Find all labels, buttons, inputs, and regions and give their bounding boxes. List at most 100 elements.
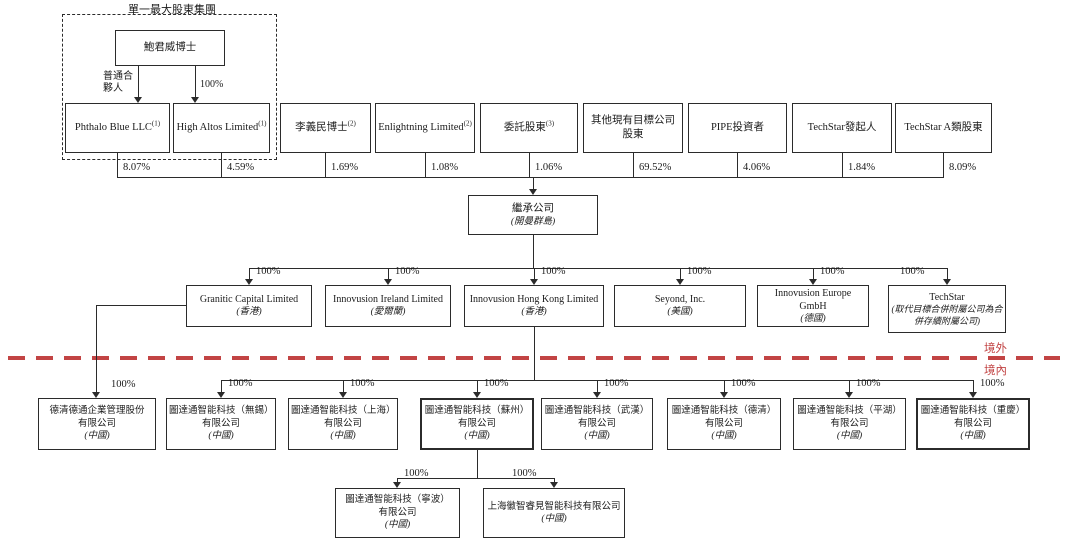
connector-line xyxy=(477,450,478,478)
connector-line xyxy=(947,268,948,279)
connector-line xyxy=(249,268,948,269)
pct-label: 69.52% xyxy=(639,162,672,173)
founder-name: 鮑君威博士 xyxy=(143,42,197,54)
subsidiary-box-deqing-detong: 德清德通企業管理股份 有限公司 (中國) xyxy=(38,398,156,450)
shareholder-box-high-altos: High Altos Limited(1) xyxy=(173,103,270,153)
subsidiary-box-deqing: 圖達通智能科技（德清） 有限公司 (中國) xyxy=(667,398,781,450)
connector-line xyxy=(534,327,535,380)
connector-arrow xyxy=(676,279,684,285)
subsidiary-box-innovusion-europe: Innovusion Europe GmbH (德國) xyxy=(757,285,869,327)
subsidiary-box-seyond-inc: Seyond, Inc. (美國) xyxy=(614,285,746,327)
shareholder-box-techstar-class-a: TechStar A類股東 xyxy=(895,103,992,153)
connector-line xyxy=(724,380,725,392)
pct-label: 1.08% xyxy=(431,162,459,173)
shareholder-box-techstar-sponsor: TechStar發起人 xyxy=(792,103,892,153)
connector-arrow xyxy=(550,482,558,488)
group-label: 單一最大股東集團 xyxy=(128,4,216,16)
subsidiary-box-pinghu: 圖達通智能科技（平湖） 有限公司 (中國) xyxy=(793,398,906,450)
connector-arrow xyxy=(845,392,853,398)
pct-label: 100% xyxy=(604,378,629,389)
largest-shareholder-group-frame xyxy=(62,14,277,160)
pct-label: 1.06% xyxy=(535,162,563,173)
connector-line xyxy=(533,235,534,268)
connector-line xyxy=(221,380,222,392)
region-label-offshore: 境外 xyxy=(984,343,1007,355)
subsidiary-box-techstar: TechStar (取代目標合併附屬公司為合併存續附屬公司) xyxy=(888,285,1006,333)
gp-label-line2: 夥人 xyxy=(103,83,123,94)
connector-arrow xyxy=(530,279,538,285)
pct-label: 8.07% xyxy=(123,162,151,173)
connector-arrow xyxy=(529,189,537,195)
pct-label: 4.59% xyxy=(227,162,255,173)
subsidiary-box-innovusion-ireland: Innovusion Ireland Limited (愛爾蘭) xyxy=(325,285,451,327)
connector-arrow xyxy=(593,392,601,398)
connector-line xyxy=(842,153,843,177)
subsidiary-box-granitic: Granitic Capital Limited (香港) xyxy=(186,285,312,327)
shareholder-name: TechStar發起人 xyxy=(807,122,877,134)
subsidiary-box-wuhan: 圖達通智能科技（武漢） 有限公司 (中國) xyxy=(541,398,653,450)
connector-arrow xyxy=(943,279,951,285)
pct-label: 100% xyxy=(512,468,537,479)
shareholder-box-dr-li: 李義民博士(2) xyxy=(280,103,371,153)
shareholder-box-pipe: PIPE投資者 xyxy=(688,103,787,153)
shareholder-name: Phthalo Blue LLC(1) xyxy=(74,119,161,134)
connector-line xyxy=(221,153,222,177)
connector-line xyxy=(397,478,554,479)
connector-line xyxy=(597,380,598,392)
shareholder-box-phthalo-blue: Phthalo Blue LLC(1) xyxy=(65,103,170,153)
connector-line xyxy=(943,153,944,177)
connector-line xyxy=(138,66,139,98)
connector-arrow xyxy=(339,392,347,398)
connector-arrow xyxy=(393,482,401,488)
region-label-onshore: 境內 xyxy=(984,365,1007,377)
connector-line xyxy=(633,153,634,177)
connector-arrow xyxy=(92,392,100,398)
founder-box: 鮑君威博士 xyxy=(115,30,225,66)
connector-line xyxy=(849,380,850,392)
connector-arrow xyxy=(134,97,142,103)
connector-line xyxy=(249,268,250,279)
pct-label: 4.06% xyxy=(743,162,771,173)
shareholder-name: 委託股東(3) xyxy=(503,119,555,134)
subsidiary-box-chongqing: 圖達通智能科技（重慶） 有限公司 (中國) xyxy=(916,398,1030,450)
connector-line xyxy=(343,380,344,392)
connector-line xyxy=(96,305,97,392)
connector-arrow xyxy=(245,279,253,285)
subsidiary-box-suzhou: 圖達通智能科技（蘇州） 有限公司 (中國) xyxy=(420,398,534,450)
founder-pct-label: 100% xyxy=(200,79,224,90)
shareholder-box-entrusted: 委託股東(3) xyxy=(480,103,578,153)
pct-label: 100% xyxy=(395,266,420,277)
pct-label: 8.09% xyxy=(949,162,977,173)
shareholder-box-enlightning: Enlightning Limited(2) xyxy=(375,103,475,153)
subsidiary-box-shanghai: 圖達通智能科技（上海） 有限公司 (中國) xyxy=(288,398,398,450)
successor-jurisdiction: (開曼群島) xyxy=(510,216,556,227)
pct-label: 1.84% xyxy=(848,162,876,173)
pct-label: 1.69% xyxy=(331,162,359,173)
pct-label: 100% xyxy=(484,378,509,389)
connector-line xyxy=(737,153,738,177)
subsidiary-box-wuxi: 圖達通智能科技（無錫） 有限公司 (中國) xyxy=(166,398,276,450)
shareholder-name: 其他現有目標公司股東 xyxy=(591,115,675,140)
connector-arrow xyxy=(809,279,817,285)
shareholder-box-other-existing: 其他現有目標公司股東 xyxy=(583,103,683,153)
shareholder-name: TechStar A類股東 xyxy=(904,122,983,134)
connector-line xyxy=(425,153,426,177)
connector-arrow xyxy=(473,392,481,398)
pct-label: 100% xyxy=(900,266,925,277)
subsidiary-box-innovusion-hong-kong: Innovusion Hong Kong Limited (香港) xyxy=(464,285,604,327)
connector-line xyxy=(117,177,944,178)
connector-arrow xyxy=(969,392,977,398)
successor-name: 繼承公司 xyxy=(512,203,554,214)
subsidiary-box-ningbo: 圖達通智能科技（寧波） 有限公司 (中國) xyxy=(335,488,460,538)
pct-label: 100% xyxy=(256,266,281,277)
connector-line xyxy=(96,305,186,306)
connector-line xyxy=(477,380,478,392)
pct-label: 100% xyxy=(687,266,712,277)
gp-label: 普通合 夥人 xyxy=(103,71,133,95)
connector-line xyxy=(117,153,118,177)
shareholder-name: High Altos Limited(1) xyxy=(176,119,267,134)
gp-label-line1: 普通合 xyxy=(103,71,133,82)
connector-line xyxy=(973,380,974,392)
connector-arrow xyxy=(191,97,199,103)
